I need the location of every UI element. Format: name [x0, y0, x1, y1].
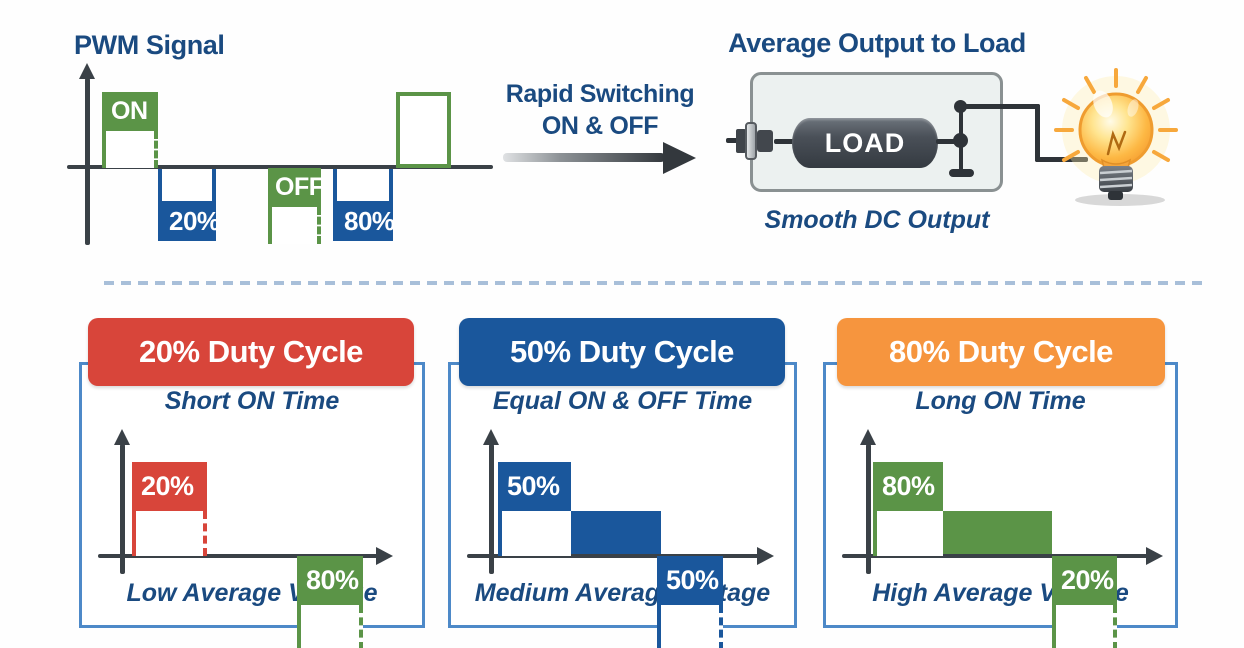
pwm-low-20-cap: 20%: [158, 201, 220, 241]
wire-to-bulb: [1035, 157, 1088, 162]
pwm-pulse-off-label: OFF: [275, 173, 324, 201]
panel-duty-50-pulse2: 50%: [657, 556, 723, 648]
panel-duty-20-subtitle: Short ON Time: [164, 387, 340, 415]
panel-duty-50-y-axis: [489, 444, 494, 574]
panel-duty-80-pulse2: 20%: [1052, 556, 1117, 648]
wire-top: [963, 104, 1040, 109]
panel-duty-80-x-arrow-icon: [1146, 547, 1163, 565]
transfer-arrow-head-icon: [663, 142, 696, 174]
panel-duty-20-pulse1-body: [132, 511, 207, 556]
pwm-low-20: 20%: [158, 169, 220, 241]
panel-duty-80-pulse1-cap: 80%: [873, 462, 943, 511]
junction-terminal: [949, 169, 974, 177]
panel-duty-20-pulse1-label: 20%: [141, 471, 194, 501]
load-lead-left: [774, 139, 794, 144]
pwm-low-20-body: [158, 169, 216, 201]
panel-duty-20: Short ON Time 20% 80% Low Average Voltag…: [79, 362, 425, 648]
panel-duty-80-pulse1: 80%: [873, 462, 943, 556]
section-divider: [104, 281, 1206, 285]
panel-duty-50-header: 50% Duty Cycle: [459, 318, 785, 386]
panel-duty-80-x-axis: [842, 554, 1148, 558]
panel-duty-50-y-arrow-icon: [483, 429, 499, 445]
panel-duty-50-middle-fill: [567, 511, 661, 554]
output-title: Average Output to Load: [728, 28, 1026, 58]
pwm-pulse-on-cap: ON: [102, 92, 158, 131]
pwm-pulse-off: OFF: [268, 168, 324, 244]
pwm-pulse-on-label: ON: [111, 97, 148, 125]
panel-duty-20-pulse1: 20%: [132, 462, 207, 556]
panel-duty-20-header: 20% Duty Cycle: [88, 318, 414, 386]
wire-down: [1035, 104, 1040, 162]
output-caption: Smooth DC Output: [764, 206, 990, 234]
panel-duty-80-y-axis: [866, 444, 871, 574]
panel-duty-80-subtitle: Long ON Time: [915, 387, 1086, 415]
panel-duty-20-pulse2: 80%: [297, 556, 363, 648]
connector-block: [736, 129, 746, 153]
panel-duty-80-caption: High Average Voltage: [872, 579, 1129, 607]
panel-duty-80: Long ON Time 80% 20% High Average Voltag…: [823, 362, 1178, 648]
panel-duty-80-y-arrow-icon: [860, 429, 876, 445]
panel-duty-20-x-axis: [98, 554, 378, 558]
connector-inner: [757, 130, 773, 152]
load-cylinder: LOAD: [792, 118, 938, 168]
pwm-low-80-cap: 80%: [333, 201, 395, 241]
panel-duty-50-x-arrow-icon: [757, 547, 774, 565]
panel-duty-20-header-label: 20% Duty Cycle: [139, 334, 363, 369]
panel-duty-50-pulse1-body: [498, 511, 571, 556]
transfer-line2: ON & OFF: [541, 112, 659, 140]
panel-duty-50-subtitle: Equal ON & OFF Time: [492, 387, 753, 415]
pwm-y-axis-arrow-icon: [79, 63, 95, 79]
panel-duty-20-pulse2-cap: 80%: [297, 556, 363, 605]
panel-duty-50-pulse2-body: [657, 605, 723, 648]
panel-duty-20-pulse1-cap: 20%: [132, 462, 207, 511]
pwm-low-20-label: 20%: [169, 205, 220, 236]
connector-disc-icon: [745, 122, 757, 160]
panel-duty-50-pulse1-cap: 50%: [498, 462, 571, 511]
panel-duty-20-y-axis: [120, 444, 125, 574]
junction-dot-top: [954, 100, 967, 113]
panel-duty-50-pulse2-label: 50%: [666, 565, 719, 595]
pwm-low-80: 80%: [333, 169, 395, 241]
panel-duty-80-pulse1-body: [873, 511, 943, 556]
panel-duty-50-caption: Medium Average Voltage: [474, 579, 771, 607]
junction-dot-mid: [953, 133, 968, 148]
panel-duty-80-pulse1-label: 80%: [882, 471, 935, 501]
transfer-line1: Rapid Switching: [505, 80, 695, 108]
panel-duty-20-pulse2-body: [297, 605, 363, 648]
panel-duty-20-pulse2-label: 80%: [306, 565, 359, 595]
load-lead-right: [936, 139, 962, 144]
pwm-low-80-body: [333, 169, 393, 201]
panel-duty-80-header: 80% Duty Cycle: [837, 318, 1165, 386]
panel-duty-20-x-arrow-icon: [376, 547, 393, 565]
pwm-pulse-off-body: [268, 207, 321, 244]
light-bulb-icon: [1054, 68, 1178, 206]
panel-duty-50-x-axis: [467, 554, 759, 558]
pwm-y-axis: [85, 78, 90, 245]
panel-duty-80-middle-fill: [939, 511, 1052, 554]
panel-duty-20-caption: Low Average Voltage: [126, 579, 378, 607]
panel-duty-50-pulse2-cap: 50%: [657, 556, 723, 605]
pwm-pulse-on: ON: [102, 92, 158, 168]
pwm-pulse-plain: [396, 92, 451, 168]
pwm-pulse-on-body: [102, 131, 158, 168]
panel-duty-20-y-arrow-icon: [114, 429, 130, 445]
panel-duty-50-pulse1: 50%: [498, 462, 571, 556]
pwm-pulse-off-cap: OFF: [268, 168, 324, 207]
pwm-signal-title: PWM Signal: [74, 30, 225, 60]
panel-duty-50: Equal ON & OFF Time 50% 50% Medium Avera…: [448, 362, 797, 648]
load-label: LOAD: [824, 127, 906, 158]
panel-duty-50-header-label: 50% Duty Cycle: [510, 334, 734, 369]
panel-duty-50-pulse1-label: 50%: [507, 471, 560, 501]
panel-duty-80-header-label: 80% Duty Cycle: [889, 334, 1113, 369]
pwm-x-axis: [67, 165, 493, 169]
panel-duty-80-pulse2-body: [1052, 605, 1117, 648]
transfer-arrow-shaft: [503, 153, 665, 162]
panel-duty-80-pulse2-label: 20%: [1061, 565, 1114, 595]
pwm-low-80-label: 80%: [344, 205, 395, 236]
panel-duty-80-pulse2-cap: 20%: [1052, 556, 1117, 605]
